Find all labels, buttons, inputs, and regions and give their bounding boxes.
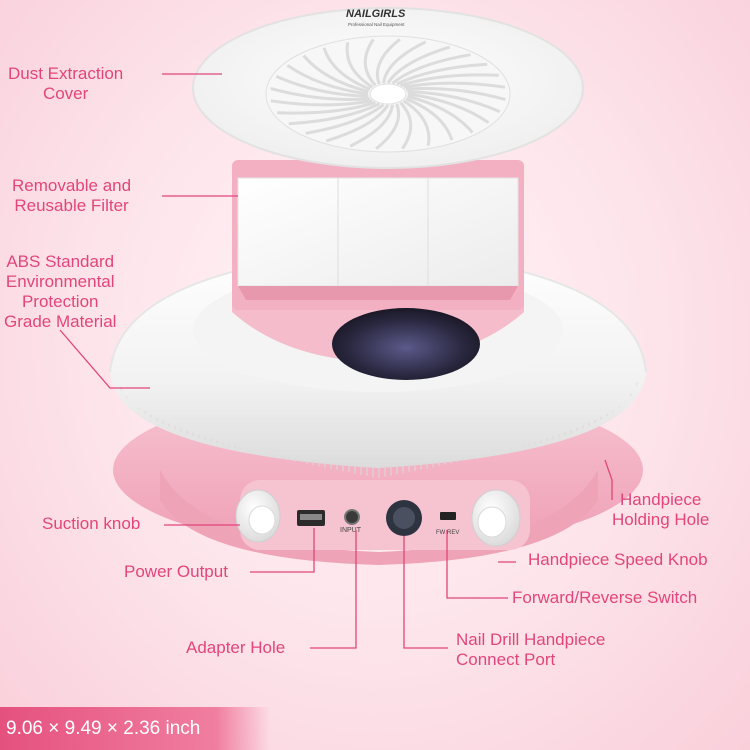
fan-blade (345, 42, 374, 89)
fan-blade (386, 45, 451, 84)
fan-blade (288, 102, 380, 126)
suction-knob (235, 489, 281, 543)
callout-dust-extraction-cover: Dust Extraction Cover (8, 64, 124, 103)
callout-forward-reverse-switch: Forward/Reverse Switch (512, 588, 698, 607)
fan-blade (302, 54, 369, 94)
fan-blade (407, 92, 490, 124)
fan-blade (399, 101, 413, 150)
fan-blade (391, 53, 471, 85)
fan-blade (270, 99, 373, 107)
input-mark: INPUT (340, 527, 362, 534)
fan-blade (400, 73, 499, 87)
callout-removable-filter: Removable and Reusable Filter (12, 176, 132, 215)
fan-blade (407, 94, 474, 134)
front-panel: INPUT FW REV (297, 500, 459, 536)
callout-drill-connect-port: Nail Drill Handpiece Connect Port (456, 630, 606, 669)
callout-handpiece-holding-hole: Handpiece Holding Hole (612, 490, 710, 529)
fw-rev-mark: FW REV (436, 530, 459, 536)
adapter-hole (344, 509, 360, 525)
fan-blade (363, 38, 377, 87)
dimension-text: 9.06 × 9.49 × 2.36 inch (6, 718, 201, 739)
fan-blade (405, 97, 454, 141)
forward-reverse-switch (440, 512, 456, 520)
fan-blade (305, 103, 385, 135)
fan-blade (349, 104, 394, 148)
fan-blade (375, 38, 401, 85)
fan-blade (322, 47, 371, 91)
brand-tagline: Professional Nail Equipment (348, 22, 405, 27)
fan-blade (325, 104, 390, 143)
fan-blade (375, 103, 401, 150)
callout-abs-material: ABS Standard Environmental Protection Gr… (4, 252, 117, 331)
fan-blade (407, 90, 501, 113)
fan-blade (286, 64, 369, 96)
handpiece-speed-knob (471, 489, 521, 547)
callout-suction-knob: Suction knob (42, 514, 141, 533)
callout-power-output: Power Output (124, 562, 228, 581)
fan-blade (382, 40, 427, 84)
fan-blade (405, 87, 506, 102)
callout-lines (59, 73, 613, 649)
fan-blade (403, 81, 506, 89)
callout-adapter-hole: Adapter Hole (186, 638, 286, 657)
fan-blade (270, 86, 371, 101)
dust-extraction-lid (192, 7, 584, 169)
fan-blade (396, 62, 488, 86)
brand-logo: NAILGIRLS (346, 8, 406, 20)
fan-blade (275, 75, 369, 98)
fan-blade (402, 99, 431, 146)
dimension-banner (0, 707, 270, 750)
suction-hole (332, 308, 480, 380)
callout-speed-knob: Handpiece Speed Knob (528, 550, 708, 569)
fan-blade (277, 101, 376, 115)
